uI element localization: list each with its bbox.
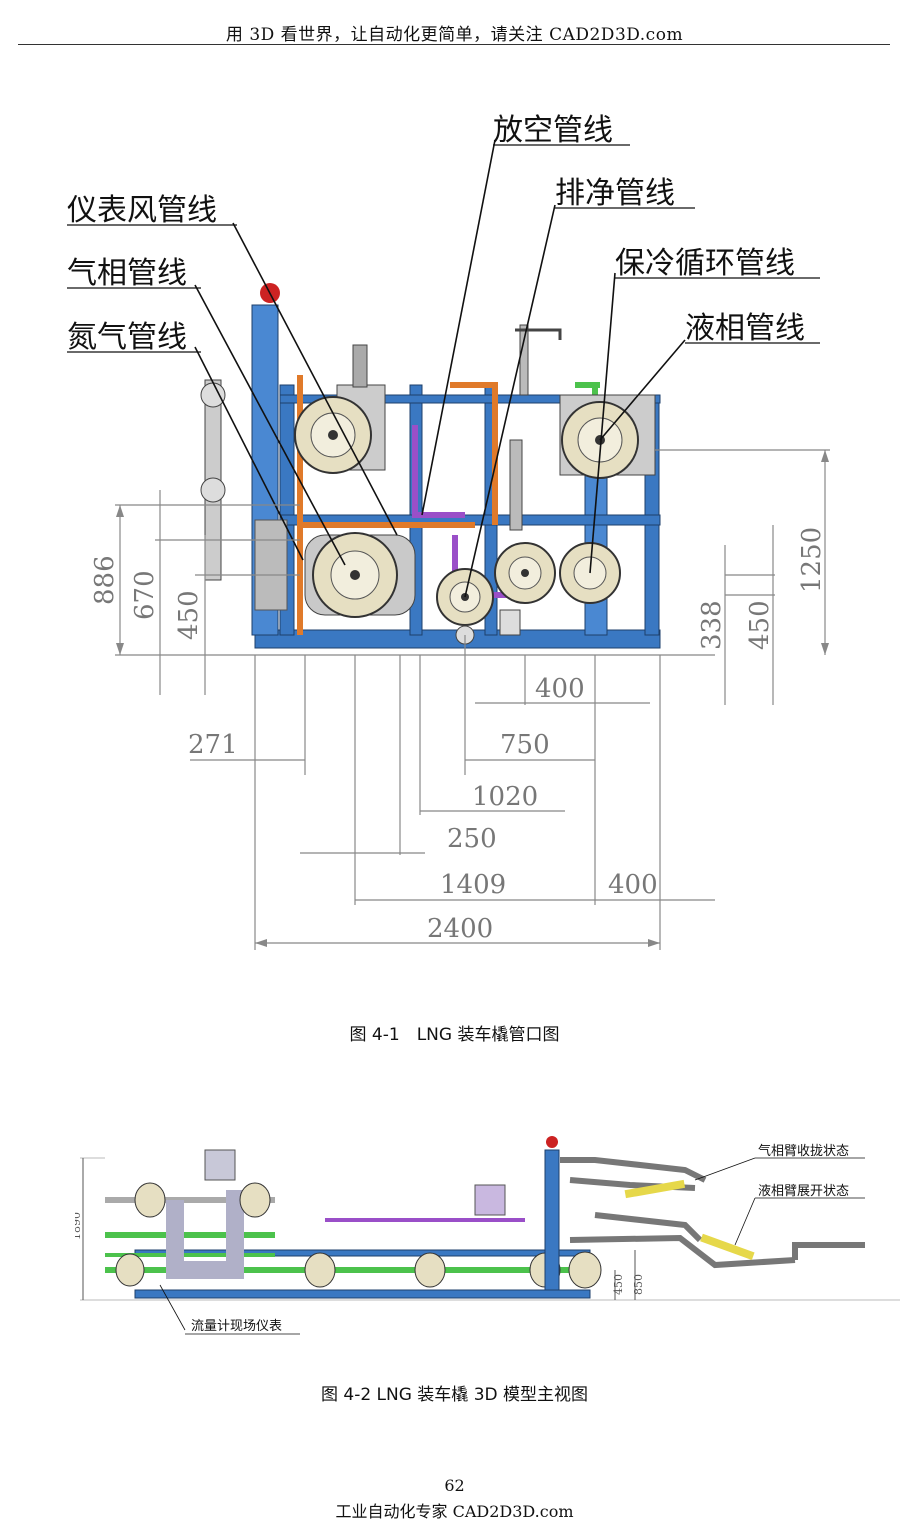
dim-2400: 2400 xyxy=(427,914,493,944)
dim-1020: 1020 xyxy=(472,782,538,812)
pump-large-lower xyxy=(304,532,416,618)
pump-large-upper xyxy=(294,396,372,474)
label-liquid-arm-extended: 液相臂展开状态 xyxy=(758,1184,849,1199)
figure-1-caption: 图 4-1 LNG 装车橇管口图 xyxy=(349,1025,560,1045)
dim-450-left: 450 xyxy=(174,590,204,640)
dim-250: 250 xyxy=(447,824,497,854)
callout-liquid-line: 液相管线 xyxy=(685,311,805,346)
pump-large-right xyxy=(559,394,656,479)
figure-1-drawing: 放空管线 仪表风管线 排净管线 气相管线 保冷循环管线 氮气管线 液相管线 xyxy=(67,113,830,950)
label-vapor-arm-stowed: 气相臂收拢状态 xyxy=(758,1143,849,1159)
figure-2-drawing: 1890 450 850 气相臂收拢状态 液相臂展开状态 流量计现场仪表 xyxy=(75,1136,900,1335)
page-footer: 工业自动化专家 CAD2D3D.com xyxy=(335,1502,574,1521)
page-number: 62 xyxy=(444,1476,465,1495)
dim-271: 271 xyxy=(188,730,238,760)
dim-400-lower: 400 xyxy=(608,870,658,900)
dim-450-right: 450 xyxy=(745,600,775,650)
page-header: 用 3D 看世界，让自动化更简单，请关注 CAD2D3D.com xyxy=(225,25,684,45)
dim-1890: 1890 xyxy=(75,1212,83,1240)
dim-850-fig2: 850 xyxy=(632,1274,645,1295)
callout-instrument-air-line: 仪表风管线 xyxy=(67,193,217,228)
callout-nitrogen-line: 氮气管线 xyxy=(67,320,187,355)
callout-drain-line: 排净管线 xyxy=(555,176,675,211)
label-flowmeter-instrument: 流量计现场仪表 xyxy=(191,1319,282,1334)
callout-cold-circulation-line: 保冷循环管线 xyxy=(615,246,795,281)
callout-vent-line: 放空管线 xyxy=(493,113,613,148)
figure-2-caption: 图 4-2 LNG 装车橇 3D 模型主视图 xyxy=(320,1385,589,1405)
pump-small-2 xyxy=(494,542,556,604)
dim-886: 886 xyxy=(90,555,120,605)
header-rule xyxy=(18,44,890,45)
dim-1250: 1250 xyxy=(797,527,827,593)
dim-1409: 1409 xyxy=(440,870,506,900)
dim-670: 670 xyxy=(130,570,160,620)
dim-750: 750 xyxy=(500,730,550,760)
dim-400-upper: 400 xyxy=(535,674,585,704)
callout-vapor-line: 气相管线 xyxy=(67,256,187,291)
dim-450-fig2: 450 xyxy=(612,1274,625,1295)
dim-338: 338 xyxy=(697,600,727,650)
